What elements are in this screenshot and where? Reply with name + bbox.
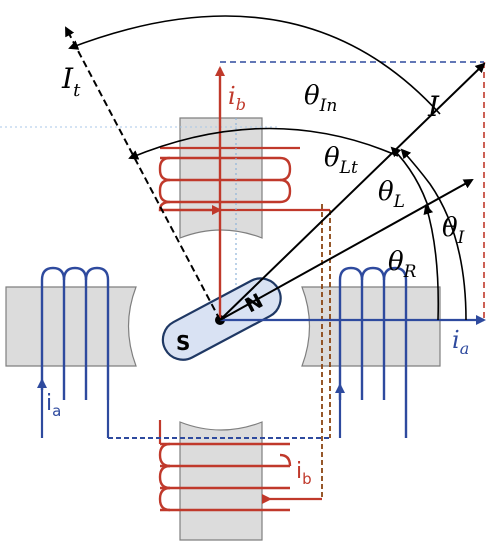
bottom-stator-core: [179, 421, 263, 541]
It-vector: [65, 26, 221, 321]
left-coil: [40, 266, 110, 400]
label-theta-L: θL: [378, 177, 405, 212]
label-It: It: [61, 62, 81, 101]
theta-I-arc: [400, 148, 467, 321]
label-ia-left: ia: [46, 391, 61, 420]
rotor-south-label: S: [176, 331, 190, 355]
label-ib-bottom: ib: [296, 459, 312, 488]
theta-R-arc: [423, 204, 440, 321]
theta-Lt-arc: [128, 127, 399, 160]
label-theta-Lt: θLt: [324, 143, 358, 178]
label-I: I: [427, 90, 440, 123]
label-ib-top: ib: [228, 82, 246, 114]
right-coil: [338, 266, 408, 438]
I-vector: [219, 62, 486, 321]
bottom-coil: [158, 442, 292, 512]
label-ia-right: ia: [452, 326, 469, 358]
rotor-direction-vector: [219, 179, 474, 321]
label-theta-R: θR: [388, 247, 417, 282]
brown-connector-wire: [321, 204, 331, 499]
theta-In-arc: [68, 15, 441, 115]
label-theta-In: θIn: [304, 81, 337, 116]
label-theta-I: θI: [442, 213, 465, 248]
left-stator-core: [5, 286, 137, 367]
